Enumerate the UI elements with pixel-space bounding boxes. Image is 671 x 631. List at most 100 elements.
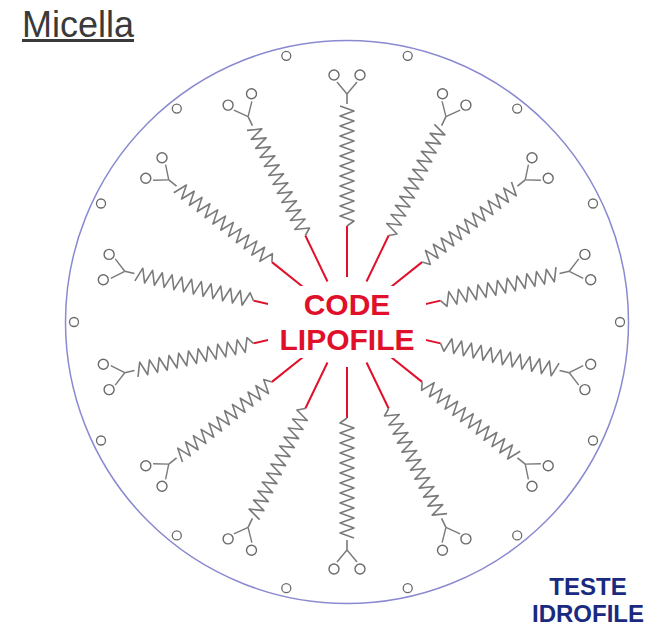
head-branch — [166, 165, 169, 180]
hydrophilic-head — [141, 461, 151, 471]
lipophilic-tail — [340, 106, 354, 226]
hydrophilic-head — [98, 359, 108, 369]
head-stem — [560, 371, 570, 373]
lipophilic-tail — [441, 339, 559, 376]
head-stem — [169, 180, 177, 186]
hydrophilic-head — [329, 564, 339, 574]
hydrophilic-head — [104, 249, 114, 259]
lipophilic-tail — [422, 382, 521, 459]
head-branch — [115, 373, 124, 385]
head-stem — [125, 271, 135, 273]
hydrophilic-head — [543, 173, 553, 183]
hydrophilic-head — [172, 104, 181, 113]
leader-line — [346, 226, 348, 277]
region-label: TESTE IDROFILE — [511, 574, 665, 627]
hydrophilic-head — [461, 534, 471, 544]
head-stem — [125, 371, 135, 373]
lipophilic-tail — [387, 124, 445, 235]
hydrophilic-head — [70, 318, 79, 327]
head-branch — [569, 271, 583, 278]
hydrophilic-head — [461, 100, 471, 110]
lipophilic-tail — [249, 409, 307, 520]
head-stem — [169, 458, 177, 464]
head-branch — [347, 550, 357, 562]
diagram-title: Micella — [22, 4, 134, 46]
head-stem — [442, 518, 446, 527]
head-branch — [153, 179, 169, 181]
head-branch — [337, 550, 347, 562]
head-branch — [569, 373, 578, 385]
head-branch — [525, 464, 528, 479]
leader-line — [367, 236, 389, 282]
hydrophilic-head — [223, 100, 233, 110]
hydrophilic-head — [157, 153, 167, 163]
head-branch — [347, 82, 357, 94]
leader-line — [305, 363, 327, 409]
hydrophilic-head — [223, 534, 233, 544]
hydrophilic-head — [355, 564, 365, 574]
leader-line — [346, 367, 348, 418]
head-branch — [525, 179, 541, 181]
lipophilic-tail — [385, 409, 448, 516]
head-branch — [337, 82, 347, 94]
head-branch — [446, 527, 460, 533]
head-stem — [248, 518, 252, 527]
head-branch — [446, 110, 460, 116]
head-stem — [517, 180, 525, 186]
head-branch — [525, 463, 541, 465]
hydrophilic-head — [104, 385, 114, 395]
head-branch — [525, 165, 528, 180]
hydrophilic-head — [586, 359, 596, 369]
hydrophilic-head — [282, 51, 291, 60]
hydrophilic-head — [589, 436, 598, 445]
hydrophilic-head — [282, 584, 291, 593]
head-branch — [153, 463, 169, 465]
hydrophilic-head — [543, 461, 553, 471]
hydrophilic-head — [527, 481, 537, 491]
hydrophilic-head — [580, 385, 590, 395]
lipophilic-tail — [247, 129, 310, 236]
head-stem — [346, 94, 348, 104]
head-branch — [115, 259, 124, 271]
head-stem — [517, 458, 525, 464]
lipophilic-tail — [138, 338, 253, 377]
micelle-circle: CODE LIPOFILE — [64, 39, 630, 605]
lipophilic-tail — [441, 267, 556, 306]
lipophilic-tail — [422, 182, 516, 265]
head-branch — [442, 527, 446, 542]
head-branch — [248, 527, 252, 542]
hydrophilic-head — [157, 481, 167, 491]
leader-line — [305, 236, 327, 282]
leader-line — [367, 363, 389, 409]
head-stem — [442, 117, 446, 126]
hydrophilic-head — [141, 173, 151, 183]
hydrophilic-head — [403, 584, 412, 593]
lipophilic-tail — [174, 185, 273, 262]
hydrophilic-head — [98, 275, 108, 285]
hydrophilic-head — [438, 89, 448, 99]
circle-outline — [66, 41, 629, 604]
head-branch — [111, 366, 125, 373]
lipophilic-tail — [340, 418, 354, 538]
head-stem — [248, 117, 252, 126]
hydrophilic-head — [247, 545, 257, 555]
head-stem — [346, 540, 348, 550]
lipophilic-tail — [135, 268, 254, 305]
head-branch — [234, 527, 248, 533]
hydrophilic-head — [247, 89, 257, 99]
hydrophilic-head — [513, 531, 522, 540]
hydrophilic-head — [586, 275, 596, 285]
hydrophilic-head — [438, 545, 448, 555]
hydrophilic-head — [172, 531, 181, 540]
head-branch — [569, 259, 578, 271]
hydrophilic-head — [513, 104, 522, 113]
head-branch — [569, 366, 583, 373]
hydrophilic-head — [589, 199, 598, 208]
hydrophilic-head — [403, 51, 412, 60]
center-label: CODE LIPOFILE — [268, 286, 426, 359]
hydrophilic-head — [97, 436, 106, 445]
hydrophilic-head — [355, 70, 365, 80]
head-branch — [248, 101, 252, 116]
hydrophilic-head — [616, 318, 625, 327]
head-stem — [560, 271, 570, 273]
